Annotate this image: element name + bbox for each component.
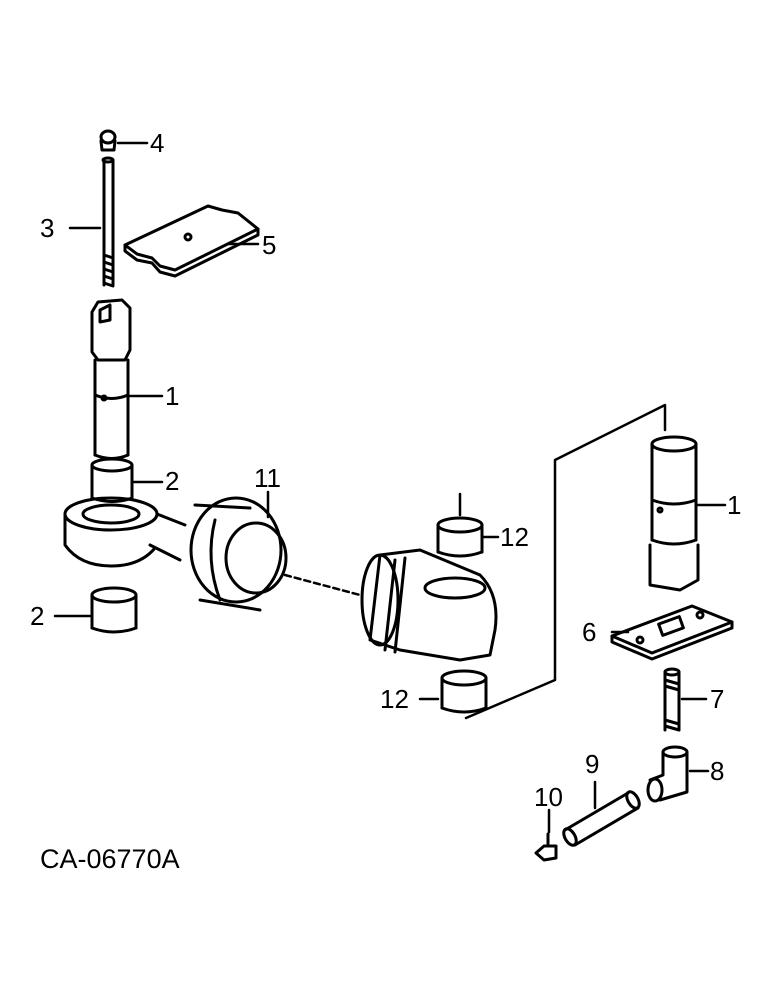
callout-short-nipple: 7 [710,684,724,714]
assembly-lines [283,403,667,720]
callout-upper-plate: 5 [262,230,276,260]
callout-grease-fitting: 10 [534,782,563,812]
leader-lines [53,141,727,834]
arm-part [63,496,288,612]
elbow-part [646,745,689,803]
upper-pin-part [90,298,132,460]
grease-fitting-part [534,832,558,862]
callout-arm: 11 [254,463,281,493]
upper-plate-part [123,204,260,278]
upper-bushing-part [90,457,134,503]
callout-right-pin: 1 [727,490,741,520]
figure-code: CA-06770A [40,844,180,874]
right-upper-bushing-part [436,516,484,558]
nut-part [99,129,117,152]
callout-right-lower-bushing: 12 [380,684,409,714]
stud-part [101,156,115,288]
lower-bushing-part [90,586,138,634]
callout-right-upper-bushing: 12 [500,522,529,552]
callout-upper-pin: 1 [165,381,179,411]
lower-plate-part [610,604,734,661]
callout-nut: 4 [150,128,164,158]
callout-long-nipple: 9 [585,749,599,779]
callout-lower-plate: 6 [582,617,596,647]
long-nipple-part [562,790,641,847]
right-lower-bushing-part [440,669,488,714]
right-pin-part [648,435,700,592]
callout-stud: 3 [40,213,54,243]
callout-elbow: 8 [710,756,724,786]
callout-upper-bushing: 2 [165,466,179,496]
arm-end-part [360,548,498,662]
callout-lower-bushing: 2 [30,601,44,631]
short-nipple-part [663,667,681,732]
